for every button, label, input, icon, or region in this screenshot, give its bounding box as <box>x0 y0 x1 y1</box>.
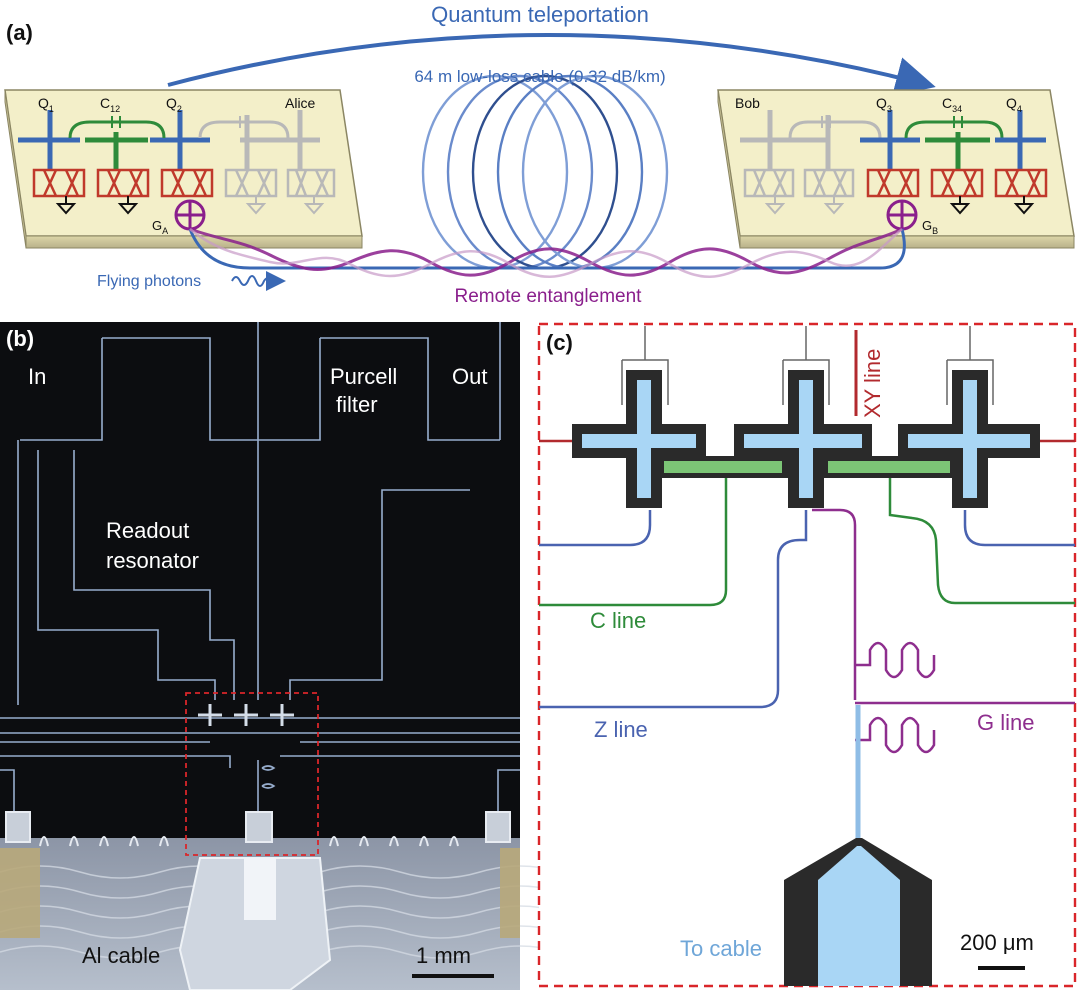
teleport-arrow <box>167 33 936 97</box>
qubit-crosses <box>572 370 1040 508</box>
remote-label: Remote entanglement <box>455 286 643 307</box>
panel-c: (c) XY line <box>537 322 1077 988</box>
cable-label: 64 m low-loss cable (0.32 dB/km) <box>414 67 665 86</box>
cable-coils <box>421 74 669 270</box>
panel-b-label: (b) <box>6 326 34 351</box>
g-line-label: G line <box>977 710 1034 735</box>
xy-line-label: XY line <box>860 349 885 418</box>
ga-label: GA <box>152 218 168 236</box>
z-line-label: Z line <box>594 717 648 742</box>
cable-line <box>188 228 906 270</box>
c12-label: C12 <box>100 95 120 114</box>
alice-label: Alice <box>285 95 316 111</box>
alice-chip: Q1 C12 Q2 Alice GA <box>4 89 363 249</box>
out-label: Out <box>452 364 487 389</box>
bob-label: Bob <box>735 95 760 111</box>
couplers <box>656 456 958 478</box>
panel-a-label: (a) <box>6 20 33 45</box>
in-label: In <box>28 364 46 389</box>
gb-label: GB <box>922 218 938 236</box>
panel-a: (a) Quantum teleportation <box>4 2 1075 307</box>
flying-label: Flying photons <box>97 273 201 290</box>
q3-label: Q3 <box>876 95 892 114</box>
panel-c-label: (c) <box>546 330 573 355</box>
photon-squiggle <box>231 271 286 291</box>
entanglement-wave <box>189 227 903 277</box>
c-line-label: C line <box>590 608 646 633</box>
q1-label: Q1 <box>38 95 54 114</box>
inset-box <box>185 692 319 856</box>
q2-label: Q2 <box>166 95 182 114</box>
panel-b-scale-label: 1 mm <box>416 943 471 968</box>
q4-label: Q4 <box>1006 95 1022 114</box>
teleport-label: Quantum teleportation <box>431 2 649 27</box>
panel-c-scale-label: 200 μm <box>960 930 1034 955</box>
to-cable-label: To cable <box>680 936 762 961</box>
c34-label: C34 <box>942 95 962 114</box>
bob-chip: Bob Q3 C34 Q4 GB <box>717 89 1075 249</box>
al-cable-label: Al cable <box>82 943 160 968</box>
